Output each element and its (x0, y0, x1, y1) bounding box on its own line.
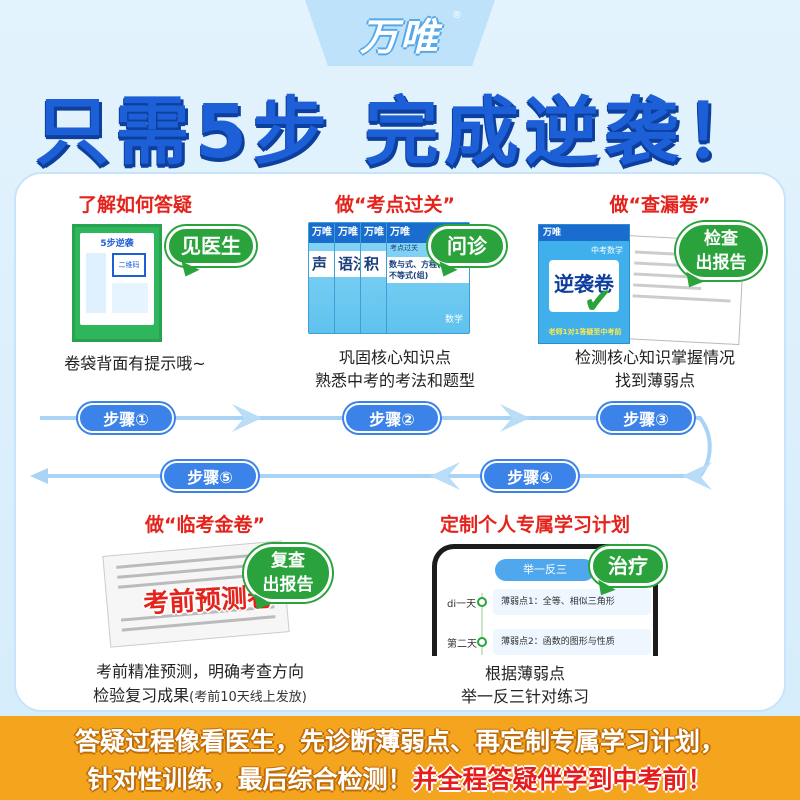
plan-item-1: 薄弱点1：全等、相似三角形 (493, 589, 651, 615)
phone-header: 举一反三 (495, 559, 595, 581)
step4-pill: 步骤④ (482, 461, 578, 491)
step5-bubble: 复查 出报告 (244, 544, 332, 602)
step1-desc: 卷袋背面有提示哦~ (64, 354, 206, 373)
poster-qr-graphic (112, 283, 148, 313)
step2-desc-2: 熟悉中考的考法和题型 (314, 371, 475, 390)
flow-arrowhead (30, 468, 48, 484)
footer-highlight: 并全程答疑伴学到中考前！ (412, 765, 713, 794)
poster-title: 5步逆袭 (100, 239, 134, 249)
timeline-dot-1 (477, 597, 487, 607)
book-title-panel: 逆袭卷 ✔ (549, 260, 619, 322)
step4-desc-2: 举一反三针对练习 (460, 687, 589, 706)
step2-bubble: 问诊 (428, 226, 506, 266)
poster-steps-graphic (86, 253, 106, 313)
timeline-line (481, 593, 483, 655)
check-mark-icon: ✔ (583, 281, 614, 322)
step1-title: 了解如何答疑 (77, 194, 192, 216)
step3-bubble: 检查 出报告 (676, 222, 766, 280)
footer-banner (0, 716, 800, 800)
book-4: 万唯 考点过关 数与式、方程(组)与不等式(组) 数学 (386, 222, 470, 334)
step5-pill: 步骤⑤ (162, 461, 258, 491)
step1-poster: 5步逆袭 二维码 (72, 224, 162, 342)
step5-desc-2: 检验复习成果(考前10天线上发放) (93, 686, 307, 705)
footer-line-2: 针对性训练，最后综合检测！并全程答疑伴学到中考前！ (87, 765, 713, 794)
step2-pill: 步骤② (344, 403, 440, 433)
footer-line-1: 答疑过程像看医生，先诊断薄弱点、再定制专属学习计划， (74, 727, 725, 756)
step5-title: 做“临考金卷” (145, 514, 265, 536)
step2-desc-1: 巩固核心知识点 (338, 348, 451, 367)
logo-tab (305, 0, 495, 66)
step3-desc-2: 找到薄弱点 (614, 371, 695, 390)
step1-pill: 步骤① (78, 403, 174, 433)
step3-book: 万唯 中考数学 逆袭卷 ✔ 老师1对1答疑至中考前 (538, 224, 630, 344)
step5-desc-1: 考前精准预测，明确考查方向 (95, 662, 304, 681)
step4-desc-1: 根据薄弱点 (484, 664, 565, 683)
step1-bubble: 见医生 (166, 226, 256, 266)
plan-day-1: di一天 (447, 599, 477, 610)
step2-title: 做“考点过关” (335, 194, 455, 216)
step4-title: 定制个人专属学习计划 (439, 514, 630, 536)
step3-desc-1: 检测核心知识掌握情况 (574, 348, 735, 367)
step3-pill: 步骤③ (598, 403, 694, 433)
registered-mark: ® (452, 10, 462, 21)
plan-item-2: 薄弱点2：函数的图形与性质 (493, 629, 651, 655)
step4-bubble: 治疗 (590, 546, 666, 586)
timeline-dot-2 (477, 637, 487, 647)
plan-day-2: 第二天 (447, 639, 477, 650)
headline: 只需5步 完成逆袭！ (35, 89, 765, 175)
step3-title: 做“查漏卷” (609, 194, 711, 216)
brand-logo: 万唯 (359, 15, 440, 59)
poster-qr-label: 二维码 (112, 253, 146, 277)
